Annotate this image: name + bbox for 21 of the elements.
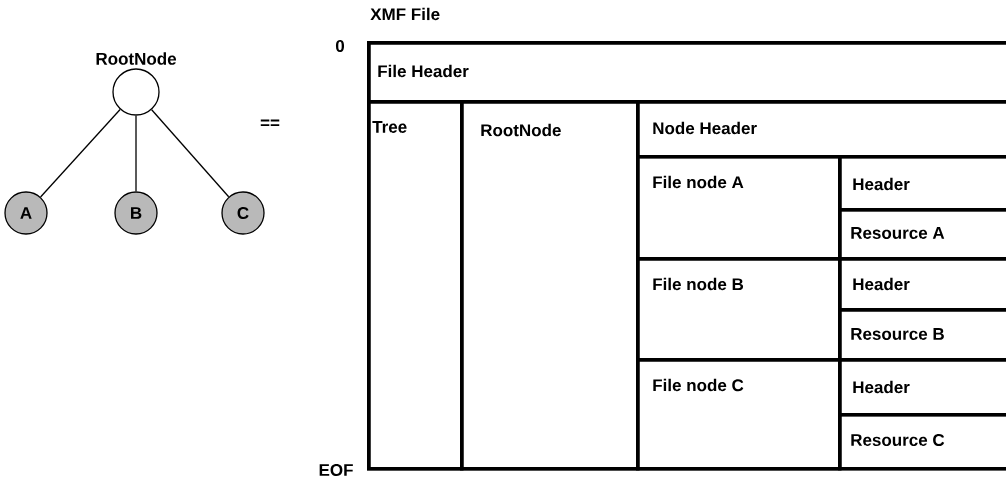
table-cell: File node B (636, 257, 842, 362)
table-cell: RootNode (460, 100, 640, 471)
node-label: XMF File (370, 7, 440, 21)
table-cell: Resource C (838, 413, 1006, 471)
table-cell: Resource A (838, 208, 1006, 261)
table-cell: File node A (636, 155, 842, 261)
tree-line (135, 115, 137, 192)
table-cell: Resource B (838, 308, 1006, 362)
label-text: 0 (335, 40, 345, 53)
label-text: EOF (319, 464, 353, 477)
node-label: RootNode (96, 52, 177, 65)
table-cell: File node C (636, 358, 842, 471)
label-text: == (260, 119, 280, 126)
tree-line (151, 109, 230, 198)
table-cell: File Header (367, 41, 1006, 104)
tree-line (39, 108, 121, 198)
table-cell: Header (838, 155, 1006, 212)
table-cell: Node Header (636, 100, 1006, 159)
table-cell: Header (838, 257, 1006, 312)
table-cell: Header (838, 358, 1006, 417)
table-cell: Tree (367, 100, 464, 471)
